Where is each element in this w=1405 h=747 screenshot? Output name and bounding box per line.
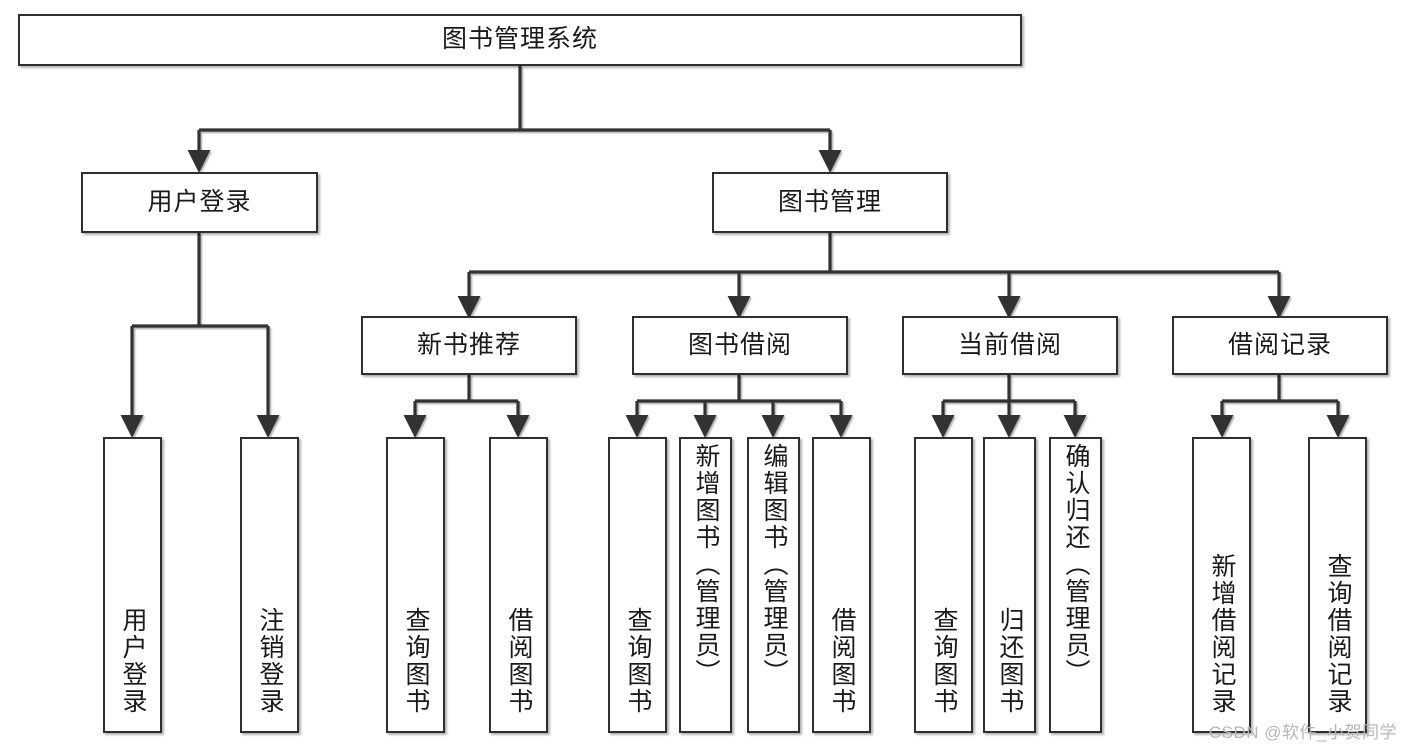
node-current-borrow[interactable]: 当前借阅 [902,316,1118,375]
leaf-borrow-edit-book[interactable]: 编辑图书（管理员） [747,437,800,733]
leaf-record-add[interactable]: 新增借阅记录 [1192,437,1251,733]
leaf-borrow-query-book[interactable]: 查询图书 [608,437,667,733]
leaf-new-book-query[interactable]: 查询图书 [386,437,445,733]
node-book-borrow[interactable]: 图书借阅 [632,316,848,375]
leaf-user-logout[interactable]: 注销登录 [240,437,299,733]
leaf-user-logout-label: 注销登录 [256,607,284,715]
leaf-borrow-edit-book-label: 编辑图书（管理员） [760,443,788,686]
leaf-borrow-borrow-book-label: 借阅图书 [828,607,856,715]
leaf-current-query-book-label: 查询图书 [930,607,958,715]
leaf-borrow-add-book-label: 新增图书（管理员） [692,443,720,686]
node-book-management-label: 图书管理 [777,187,882,216]
node-root-label: 图书管理系统 [441,25,598,54]
leaf-current-confirm-return[interactable]: 确认归还（管理员） [1049,437,1102,733]
leaf-record-query-label: 查询借阅记录 [1324,553,1352,715]
leaf-record-query[interactable]: 查询借阅记录 [1308,437,1367,733]
leaf-current-return-book[interactable]: 归还图书 [983,437,1036,733]
node-root[interactable]: 图书管理系统 [18,14,1022,66]
leaf-user-login-label: 用户登录 [119,607,147,715]
leaf-record-add-label: 新增借阅记录 [1208,553,1236,715]
leaf-new-book-borrow-label: 借阅图书 [505,607,533,715]
node-user-login-label: 用户登录 [147,187,252,216]
leaf-user-login[interactable]: 用户登录 [103,437,162,733]
leaf-current-return-book-label: 归还图书 [996,607,1024,715]
leaf-borrow-borrow-book[interactable]: 借阅图书 [812,437,871,733]
node-current-borrow-label: 当前借阅 [957,330,1062,359]
leaf-current-query-book[interactable]: 查询图书 [914,437,973,733]
leaf-borrow-add-book[interactable]: 新增图书（管理员） [679,437,732,733]
leaf-new-book-borrow[interactable]: 借阅图书 [489,437,548,733]
node-user-login[interactable]: 用户登录 [81,172,318,233]
node-borrow-records-label: 借阅记录 [1227,330,1332,359]
node-book-management[interactable]: 图书管理 [712,172,948,233]
node-new-book-recommend[interactable]: 新书推荐 [361,316,577,375]
leaf-borrow-query-book-label: 查询图书 [624,607,652,715]
leaf-new-book-query-label: 查询图书 [402,607,430,715]
node-new-book-recommend-label: 新书推荐 [416,330,521,359]
node-book-borrow-label: 图书借阅 [687,330,792,359]
node-borrow-records[interactable]: 借阅记录 [1172,316,1388,375]
watermark: CSDN @软件_小贺同学 [1208,723,1397,742]
leaf-current-confirm-return-label: 确认归还（管理员） [1062,443,1090,686]
